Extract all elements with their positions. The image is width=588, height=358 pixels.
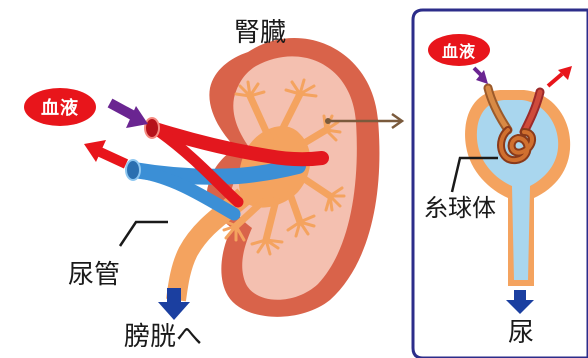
blood-in-arrow [110, 103, 148, 128]
blood-out-arrow [84, 140, 126, 164]
ureter-label: 尿管 [68, 262, 120, 288]
blood-badge: 血液 [24, 88, 96, 126]
glomerulus-label: 糸球体 [424, 196, 496, 220]
ureter-pointer [120, 222, 168, 246]
panel-blood-badge: 血液 [428, 34, 490, 66]
kidney-label: 腎臓 [234, 20, 286, 46]
to-bladder-label: 膀胱へ [124, 324, 202, 350]
urine-label: 尿 [508, 320, 534, 346]
